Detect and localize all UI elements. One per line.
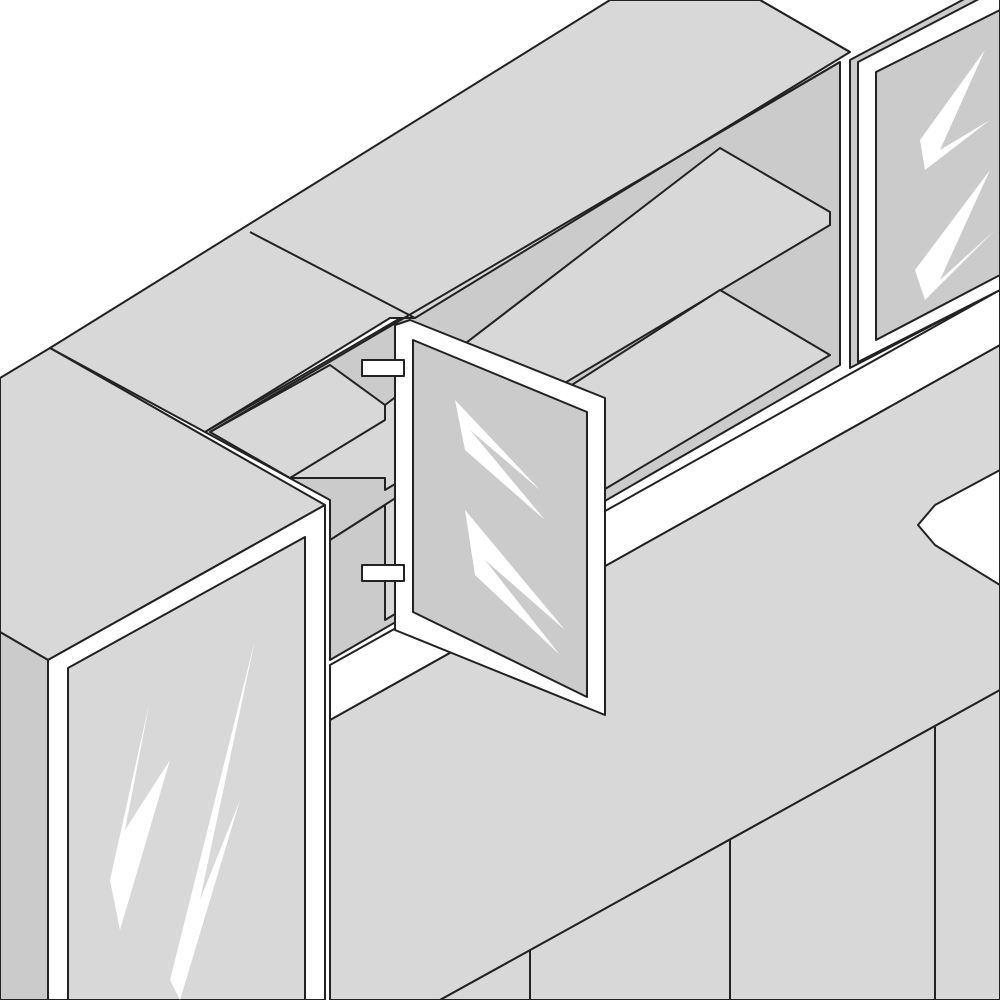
glass-reflection [915, 170, 995, 300]
hinge [361, 359, 405, 377]
glass-reflection [920, 50, 990, 170]
right-door-frame [857, 0, 1000, 363]
glass-reflection [170, 640, 255, 1000]
lower-cabinets [439, 689, 1000, 1000]
glass-reflection [465, 510, 565, 655]
glass-reflection [110, 700, 170, 930]
sink [917, 469, 1000, 586]
cabinet-seam [249, 231, 416, 319]
hinge [361, 564, 405, 582]
glass-reflection [455, 400, 545, 520]
shelf [209, 364, 386, 479]
left-cabinet-side [0, 631, 49, 1000]
cabinet-edge [209, 61, 841, 433]
cabinet-seam [759, 0, 851, 53]
